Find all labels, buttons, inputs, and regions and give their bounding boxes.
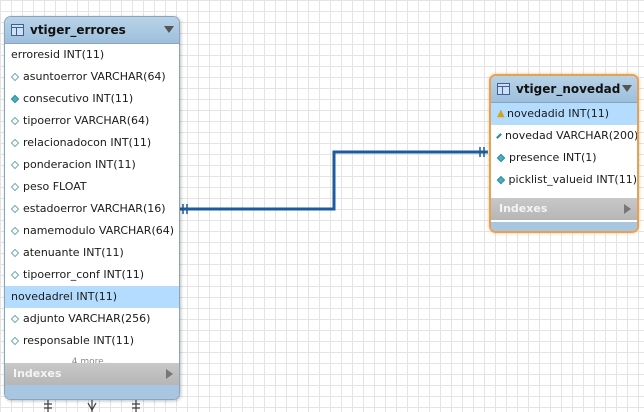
column-row[interactable]: presence INT(1) [491,147,637,169]
column-label: consecutivo INT(11) [23,92,134,105]
column-row[interactable]: consecutivo INT(11) [5,88,179,110]
table-header[interactable]: vtiger_errores [5,17,179,44]
indexes-label: Indexes [499,202,548,215]
indexes-label: Indexes [13,367,62,380]
not-null-column-icon [496,153,506,163]
table-vtiger-errores[interactable]: vtiger_errores erroresid INT(11) asuntoer… [4,16,180,400]
indexes-section[interactable]: Indexes [491,198,637,220]
indexes-section[interactable]: Indexes [5,363,179,385]
nullable-column-icon [10,314,20,324]
column-row[interactable]: tipoerror_conf INT(11) [5,264,179,286]
column-row[interactable]: novedadrel INT(11) [5,286,179,308]
column-label: estadoerror VARCHAR(16) [23,202,166,215]
table-vtiger-novedad[interactable]: vtiger_novedad ▲novedadid INT(11)novedad… [489,74,639,233]
more-columns-label[interactable]: 4 more... [71,357,113,367]
offscreen-relationship-stubs [44,400,140,412]
nullable-column-icon [10,226,20,236]
column-row[interactable]: ponderacion INT(11) [5,154,179,176]
column-list: ▲novedadid INT(11) novedad VARCHAR(200) pr… [491,103,637,191]
column-row[interactable]: asuntoerror VARCHAR(64) [5,66,179,88]
column-row[interactable]: adjunto VARCHAR(256) [5,308,179,330]
nullable-column-icon [10,204,20,214]
column-label: picklist_valueid INT(11) [508,173,637,186]
column-label: adjunto VARCHAR(256) [23,312,151,325]
nullable-column-icon [10,270,20,280]
column-label: namemodulo VARCHAR(64) [23,224,175,237]
column-label: relacionadocon INT(11) [23,136,152,149]
column-row[interactable]: atenuante INT(11) [5,242,179,264]
table-icon [497,83,510,95]
expand-arrow-icon[interactable] [624,204,631,214]
relationship-line[interactable] [179,150,488,211]
primary-key-icon: ▲ [497,108,505,119]
column-label: tipoerror_conf INT(11) [23,268,145,281]
column-label: presence INT(1) [509,151,597,164]
not-null-column-icon [496,133,502,139]
column-row[interactable]: erroresid INT(11) [5,44,179,66]
column-label: asuntoerror VARCHAR(64) [23,70,166,83]
column-label: erroresid INT(11) [11,48,105,61]
nullable-column-icon [10,160,20,170]
table-footer [5,385,179,399]
nullable-column-icon [10,116,20,126]
nullable-column-icon [10,138,20,148]
table-title: vtiger_errores [30,23,126,37]
collapse-arrow-icon[interactable] [622,85,632,92]
relationship-end-errores [182,204,188,214]
column-label: responsable INT(11) [23,334,135,347]
column-list: erroresid INT(11) asuntoerror VARCHAR(64)… [5,44,179,352]
column-label: novedadid INT(11) [507,107,609,120]
column-label: tipoerror VARCHAR(64) [23,114,150,127]
relationship-end-novedad [479,147,485,157]
column-row[interactable]: tipoerror VARCHAR(64) [5,110,179,132]
expand-arrow-icon[interactable] [166,369,173,379]
table-header[interactable]: vtiger_novedad [491,76,637,103]
column-row[interactable]: peso FLOAT [5,176,179,198]
nullable-column-icon [10,182,20,192]
nullable-column-icon [10,248,20,258]
column-row[interactable]: ▲novedadid INT(11) [491,103,637,125]
column-label: novedad VARCHAR(200) [505,129,639,142]
collapse-arrow-icon[interactable] [164,26,174,33]
column-row[interactable]: picklist_valueid INT(11) [491,169,637,191]
column-row[interactable]: namemodulo VARCHAR(64) [5,220,179,242]
nullable-column-icon [10,72,20,82]
not-null-column-icon [10,94,20,104]
column-label: peso FLOAT [23,180,87,193]
column-row[interactable]: responsable INT(11) [5,330,179,352]
column-row[interactable]: novedad VARCHAR(200) [491,125,637,147]
column-row[interactable]: relacionadocon INT(11) [5,132,179,154]
table-icon [11,24,24,36]
column-label: novedadrel INT(11) [11,290,118,303]
not-null-column-icon [496,175,505,185]
nullable-column-icon [10,336,20,346]
column-label: atenuante INT(11) [23,246,124,259]
column-row[interactable]: estadoerror VARCHAR(16) [5,198,179,220]
column-label: ponderacion INT(11) [23,158,136,171]
table-footer [491,222,637,231]
table-title: vtiger_novedad [516,82,621,96]
